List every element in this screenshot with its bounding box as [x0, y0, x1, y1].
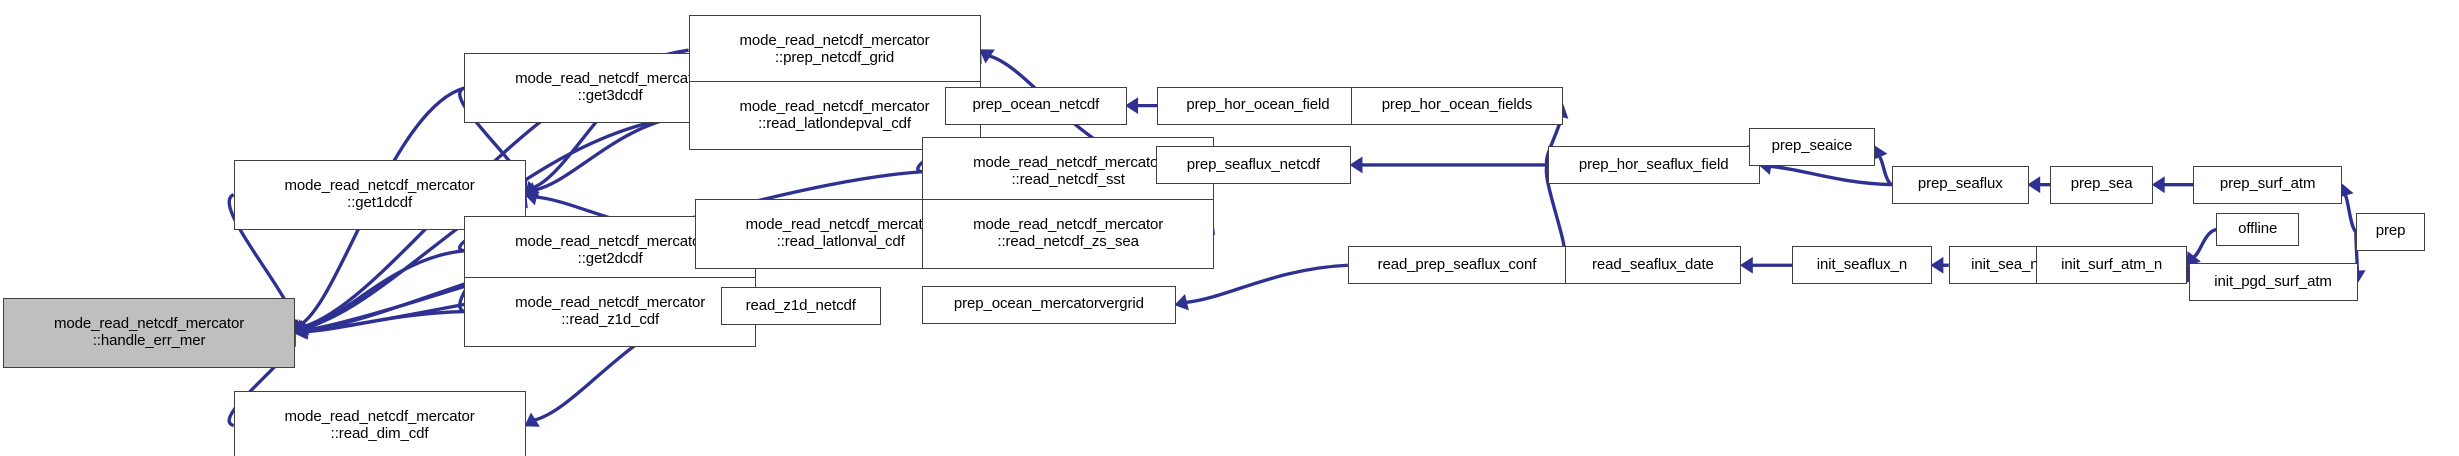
graph-node-prep_sea[interactable]: prep_sea	[2050, 165, 2154, 204]
graph-node-prep_hor_seaflux_fld[interactable]: prep_hor_seaflux_field	[1547, 145, 1760, 184]
graph-node-read_netcdf_zs_sea[interactable]: mode_read_netcdf_mercator ::read_netcdf_…	[922, 199, 1215, 270]
graph-node-prep_surf_atm[interactable]: prep_surf_atm	[2193, 165, 2343, 204]
graph-node-prep_ocean_mercvg[interactable]: prep_ocean_mercatorvergrid	[922, 285, 1176, 324]
graph-node-handle_err_mer[interactable]: mode_read_netcdf_mercator ::handle_err_m…	[3, 297, 296, 368]
graph-edge-read_z1d_cdf-to-handle_err_mer	[293, 309, 465, 340]
graph-node-read_prep_sfx_conf[interactable]: read_prep_seaflux_conf	[1347, 246, 1567, 285]
graph-node-prep_hor_ocean_field[interactable]: prep_hor_ocean_field	[1157, 86, 1359, 125]
graph-edge-offline-to-init_surf_atm_n	[2186, 227, 2217, 267]
graph-node-prep_ocean_netcdf[interactable]: prep_ocean_netcdf	[945, 86, 1127, 125]
graph-node-prep[interactable]: prep	[2356, 212, 2426, 251]
graph-node-read_dim_cdf[interactable]: mode_read_netcdf_mercator ::read_dim_cdf	[233, 390, 526, 456]
graph-node-read_seaflux_date[interactable]: read_seaflux_date	[1564, 246, 1742, 285]
graph-edge-read_latlondepval-to-get1dcdf	[524, 113, 689, 198]
graph-edge-prep_hor_ocean_field-to-prep_ocean_netcdf	[1125, 97, 1158, 115]
graph-edge-init_sea_n-to-init_seaflux_n	[1930, 256, 1949, 274]
graph-node-prep_seaice[interactable]: prep_seaice	[1748, 127, 1875, 166]
graph-node-prep_hor_ocean_fields[interactable]: prep_hor_ocean_fields	[1350, 86, 1563, 125]
graph-edge-prep_hor_seaflux_fld-to-prep_seaflux_netcdf	[1349, 156, 1548, 174]
graph-node-init_surf_atm_n[interactable]: init_surf_atm_n	[2036, 246, 2187, 285]
graph-node-prep_seaflux[interactable]: prep_seaflux	[1891, 165, 2029, 204]
graph-edge-init_seaflux_n-to-read_seaflux_date	[1739, 256, 1792, 274]
graph-edge-prep_sea-to-prep_seaflux	[2027, 176, 2051, 194]
graph-node-prep_seaflux_netcdf[interactable]: prep_seaflux_netcdf	[1155, 145, 1351, 184]
graph-node-offline[interactable]: offline	[2216, 212, 2300, 247]
graph-node-init_seaflux_n[interactable]: init_seaflux_n	[1791, 246, 1932, 285]
graph-edge-prep_seaflux-to-prep_seaice	[1871, 145, 1893, 187]
graph-edge-read_prep_sfx_conf-to-prep_ocean_mercvg	[1174, 263, 1348, 311]
graph-node-read_z1d_netcdf[interactable]: read_z1d_netcdf	[720, 287, 881, 326]
graph-node-init_pgd_surf_atm[interactable]: init_pgd_surf_atm	[2188, 262, 2358, 301]
graph-node-prep_netcdf_grid[interactable]: mode_read_netcdf_mercator ::prep_netcdf_…	[688, 15, 981, 86]
graph-edge-prep_surf_atm-to-prep_sea	[2151, 176, 2194, 194]
graph-node-read_z1d_cdf[interactable]: mode_read_netcdf_mercator ::read_z1d_cdf	[464, 276, 757, 347]
